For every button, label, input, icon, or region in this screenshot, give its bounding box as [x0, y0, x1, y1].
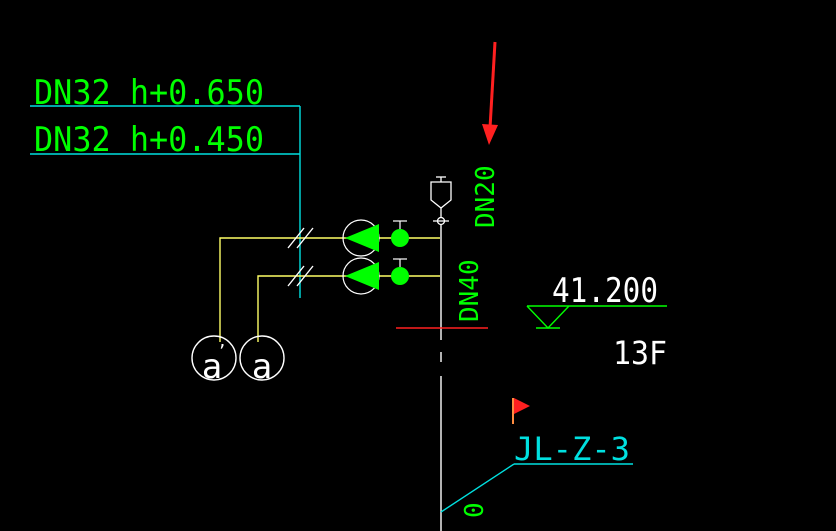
pipe-label-top: DN32 h+0.650	[34, 73, 264, 113]
riser-tag-leader	[440, 463, 633, 513]
meter-right-label: a	[252, 347, 272, 387]
red-flag-icon	[512, 398, 530, 424]
break-marks	[287, 227, 314, 287]
meter-right[interactable]: a	[239, 335, 285, 387]
angle-valve-icon[interactable]	[342, 219, 409, 257]
branch-size-label: DN20	[471, 165, 501, 228]
bottom-mark: 0	[460, 502, 490, 518]
meter-left[interactable]: a ’	[191, 335, 237, 387]
angle-valve-icon[interactable]	[342, 257, 409, 295]
faucet-icon[interactable]	[430, 176, 452, 226]
meter-left-label: a	[202, 347, 222, 387]
yellow-pipe-group	[219, 237, 440, 342]
floor-label: 13F	[613, 334, 667, 372]
riser-size-label: DN40	[455, 259, 485, 322]
meter-left-mark: ’	[217, 341, 227, 360]
yellow-pipe-lower	[257, 275, 440, 342]
pipe-label-bottom: DN32 h+0.450	[34, 120, 264, 160]
yellow-pipe-upper	[219, 237, 440, 342]
red-arrow-icon	[482, 41, 498, 145]
riser-tag: JL-Z-3	[514, 430, 630, 468]
elevation-value: 41.200	[552, 271, 658, 311]
elevation-triangle-icon	[526, 305, 667, 330]
pipe-leader-group	[30, 105, 301, 298]
